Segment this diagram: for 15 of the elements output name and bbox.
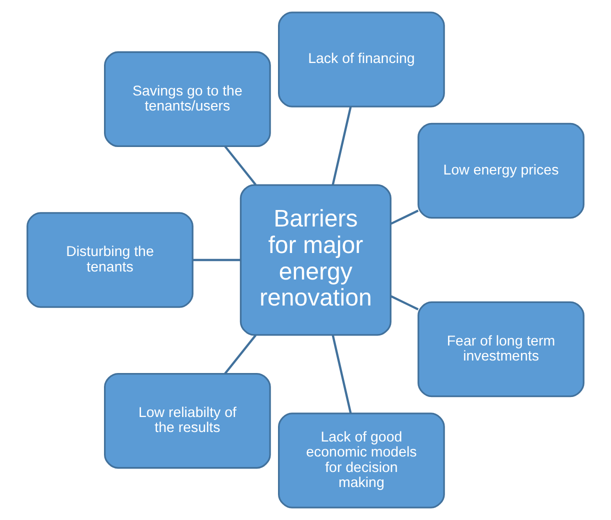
node-box: Low reliabilty of the results [104,372,271,469]
node-box: Barriers for major energy renovation [240,184,392,336]
connector [390,210,419,225]
connector [390,295,419,310]
node-box: Lack of good economic models for decision making [278,412,445,508]
connector [332,106,352,185]
connector [224,146,257,186]
connector [224,334,257,374]
node-box: Fear of long term investments [418,301,584,398]
node-box: Disturbing the tenants [26,212,194,308]
connector [192,258,241,262]
node-box: Lack of financing [278,12,445,108]
connector [332,335,352,414]
node-box: Savings go to the tenants/users [104,51,271,148]
node-box: Low energy prices [418,122,584,219]
